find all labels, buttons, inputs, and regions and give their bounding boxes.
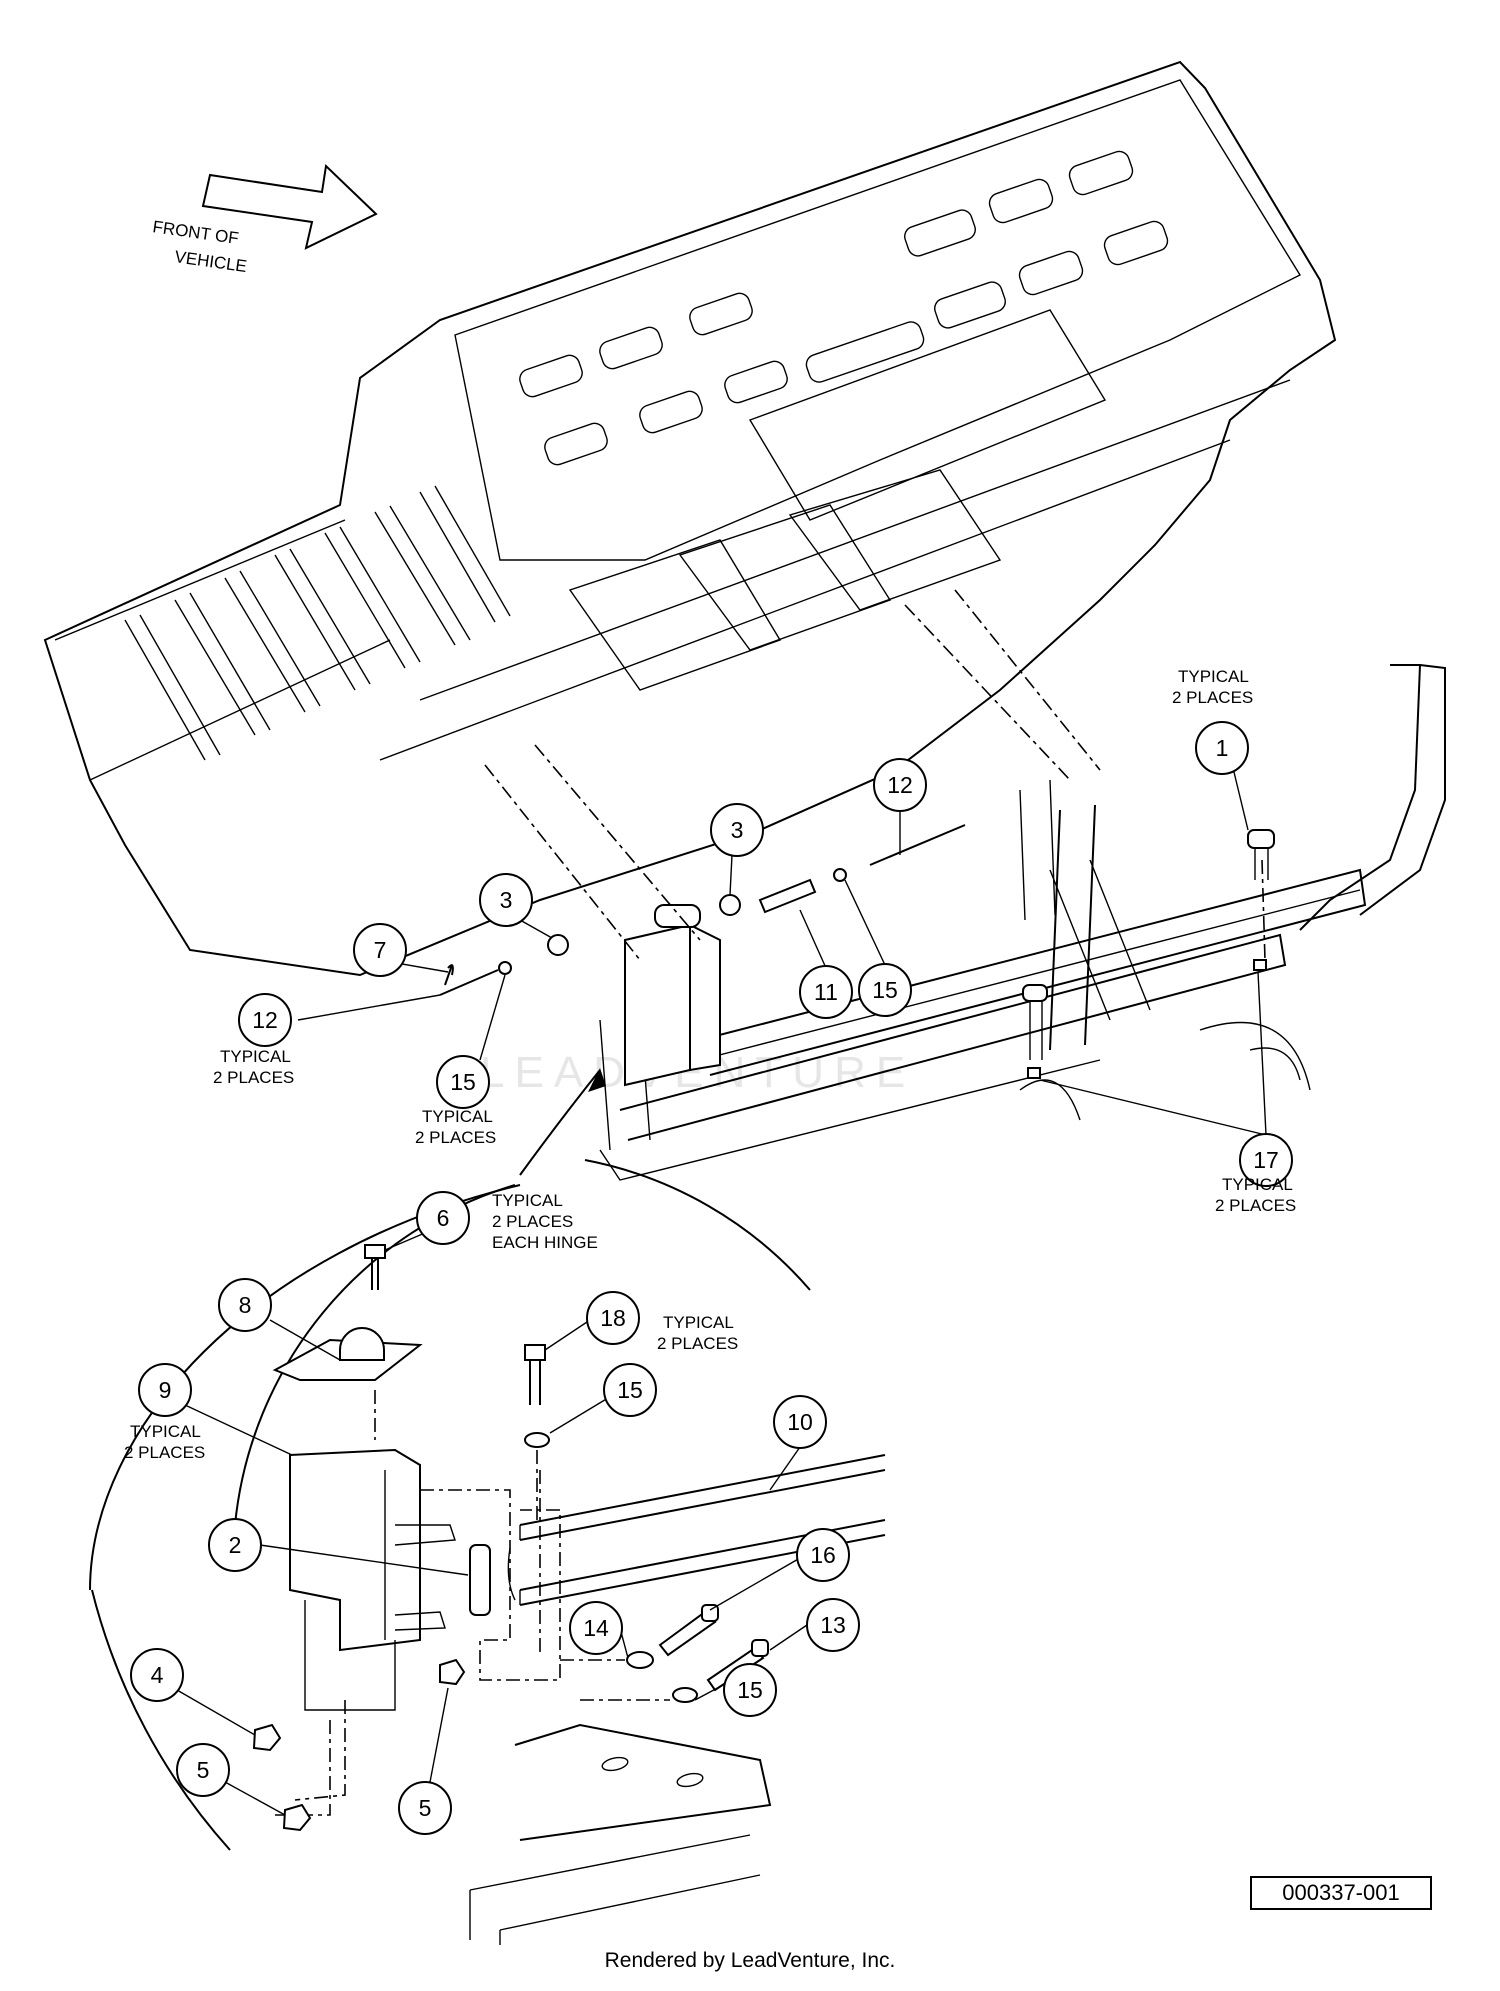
svg-text:TYPICAL: TYPICAL — [492, 1191, 563, 1210]
alignment-lines-upper — [484, 589, 1266, 961]
svg-text:TYPICAL: TYPICAL — [130, 1422, 201, 1441]
svg-text:2 PLACES: 2 PLACES — [1172, 688, 1253, 707]
svg-text:14: 14 — [583, 1615, 609, 1641]
cargo-bed — [43, 60, 1337, 977]
callout-11: 11 — [799, 965, 853, 1019]
svg-text:1: 1 — [1216, 735, 1229, 761]
svg-text:6: 6 — [437, 1205, 450, 1231]
note-callout-15: TYPICAL 2 PLACES — [415, 1107, 496, 1147]
note-callout-12: TYPICAL 2 PLACES — [213, 1047, 294, 1087]
svg-text:TYPICAL: TYPICAL — [1222, 1175, 1293, 1194]
vehicle-frame — [599, 664, 1446, 1181]
svg-text:13: 13 — [820, 1612, 846, 1638]
svg-text:2 PLACES: 2 PLACES — [657, 1334, 738, 1353]
callout-15: 15 — [436, 1055, 490, 1109]
svg-text:16: 16 — [810, 1542, 836, 1568]
svg-text:10: 10 — [787, 1409, 813, 1435]
callout-5: 5 — [398, 1781, 452, 1835]
callout-12: 12 — [873, 758, 927, 812]
svg-text:EACH HINGE: EACH HINGE — [492, 1233, 598, 1252]
callout-8: 8 — [218, 1278, 272, 1332]
callout-15: 15 — [858, 963, 912, 1017]
svg-text:2 PLACES: 2 PLACES — [415, 1128, 496, 1147]
leader-lines — [176, 767, 1267, 1816]
callout-3: 3 — [479, 873, 533, 927]
svg-text:3: 3 — [731, 817, 744, 843]
svg-text:2 PLACES: 2 PLACES — [124, 1443, 205, 1462]
svg-text:8: 8 — [239, 1292, 252, 1318]
svg-text:TYPICAL: TYPICAL — [422, 1107, 493, 1126]
footer-credit: Rendered by LeadVenture, Inc. — [604, 1949, 896, 1972]
svg-text:3: 3 — [500, 887, 513, 913]
callout-10: 10 — [773, 1395, 827, 1449]
svg-text:15: 15 — [450, 1069, 476, 1095]
svg-text:5: 5 — [197, 1757, 210, 1783]
svg-text:18: 18 — [600, 1305, 626, 1331]
callout-18: 18 — [586, 1291, 640, 1345]
note-callout-6: TYPICAL 2 PLACES EACH HINGE — [492, 1191, 598, 1252]
svg-text:2 PLACES: 2 PLACES — [213, 1068, 294, 1087]
callout-14: 14 — [569, 1601, 623, 1655]
svg-text:9: 9 — [159, 1377, 172, 1403]
svg-text:4: 4 — [151, 1662, 164, 1688]
svg-text:TYPICAL: TYPICAL — [1178, 667, 1249, 686]
callout-15: 15 — [723, 1663, 777, 1717]
callout-3: 3 — [710, 803, 764, 857]
svg-text:15: 15 — [737, 1677, 763, 1703]
callout-6: 6 — [416, 1191, 470, 1245]
callout-15: 15 — [603, 1363, 657, 1417]
callout-17: 17 — [1239, 1133, 1293, 1187]
svg-text:12: 12 — [887, 772, 913, 798]
svg-text:2 PLACES: 2 PLACES — [492, 1212, 573, 1231]
stop-bumpers — [1022, 829, 1275, 1079]
svg-text:2: 2 — [229, 1532, 242, 1558]
callout-12: 12 — [238, 993, 292, 1047]
callout-16: 16 — [796, 1528, 850, 1582]
note-callout-18: TYPICAL 2 PLACES — [657, 1313, 738, 1353]
svg-text:12: 12 — [252, 1007, 278, 1033]
svg-text:15: 15 — [617, 1377, 643, 1403]
svg-text:2 PLACES: 2 PLACES — [1215, 1196, 1296, 1215]
orientation-label-line1: FRONT OF — [151, 217, 239, 248]
note-callout-1: TYPICAL 2 PLACES — [1172, 667, 1253, 707]
callout-13: 13 — [806, 1598, 860, 1652]
callout-7: 7 — [353, 923, 407, 977]
svg-text:11: 11 — [814, 979, 838, 1005]
callout-5: 5 — [176, 1743, 230, 1797]
svg-text:15: 15 — [872, 977, 898, 1003]
note-callout-9: TYPICAL 2 PLACES — [124, 1422, 205, 1462]
note-callout-17: TYPICAL 2 PLACES — [1215, 1175, 1296, 1215]
callout-9: 9 — [138, 1363, 192, 1417]
reference-number: 000337-001 — [1250, 1876, 1432, 1910]
callout-2: 2 — [208, 1518, 262, 1572]
svg-text:17: 17 — [1253, 1147, 1279, 1173]
svg-text:TYPICAL: TYPICAL — [663, 1313, 734, 1332]
svg-text:7: 7 — [374, 937, 387, 963]
hinge-assembly-upper — [439, 824, 966, 1087]
front-of-vehicle-arrow — [201, 163, 378, 250]
svg-text:TYPICAL: TYPICAL — [220, 1047, 291, 1066]
callout-4: 4 — [130, 1648, 184, 1702]
callout-1: 1 — [1195, 721, 1249, 775]
orientation-label-line2: VEHICLE — [173, 247, 248, 276]
svg-text:5: 5 — [419, 1795, 432, 1821]
detail-view — [89, 1068, 886, 1945]
